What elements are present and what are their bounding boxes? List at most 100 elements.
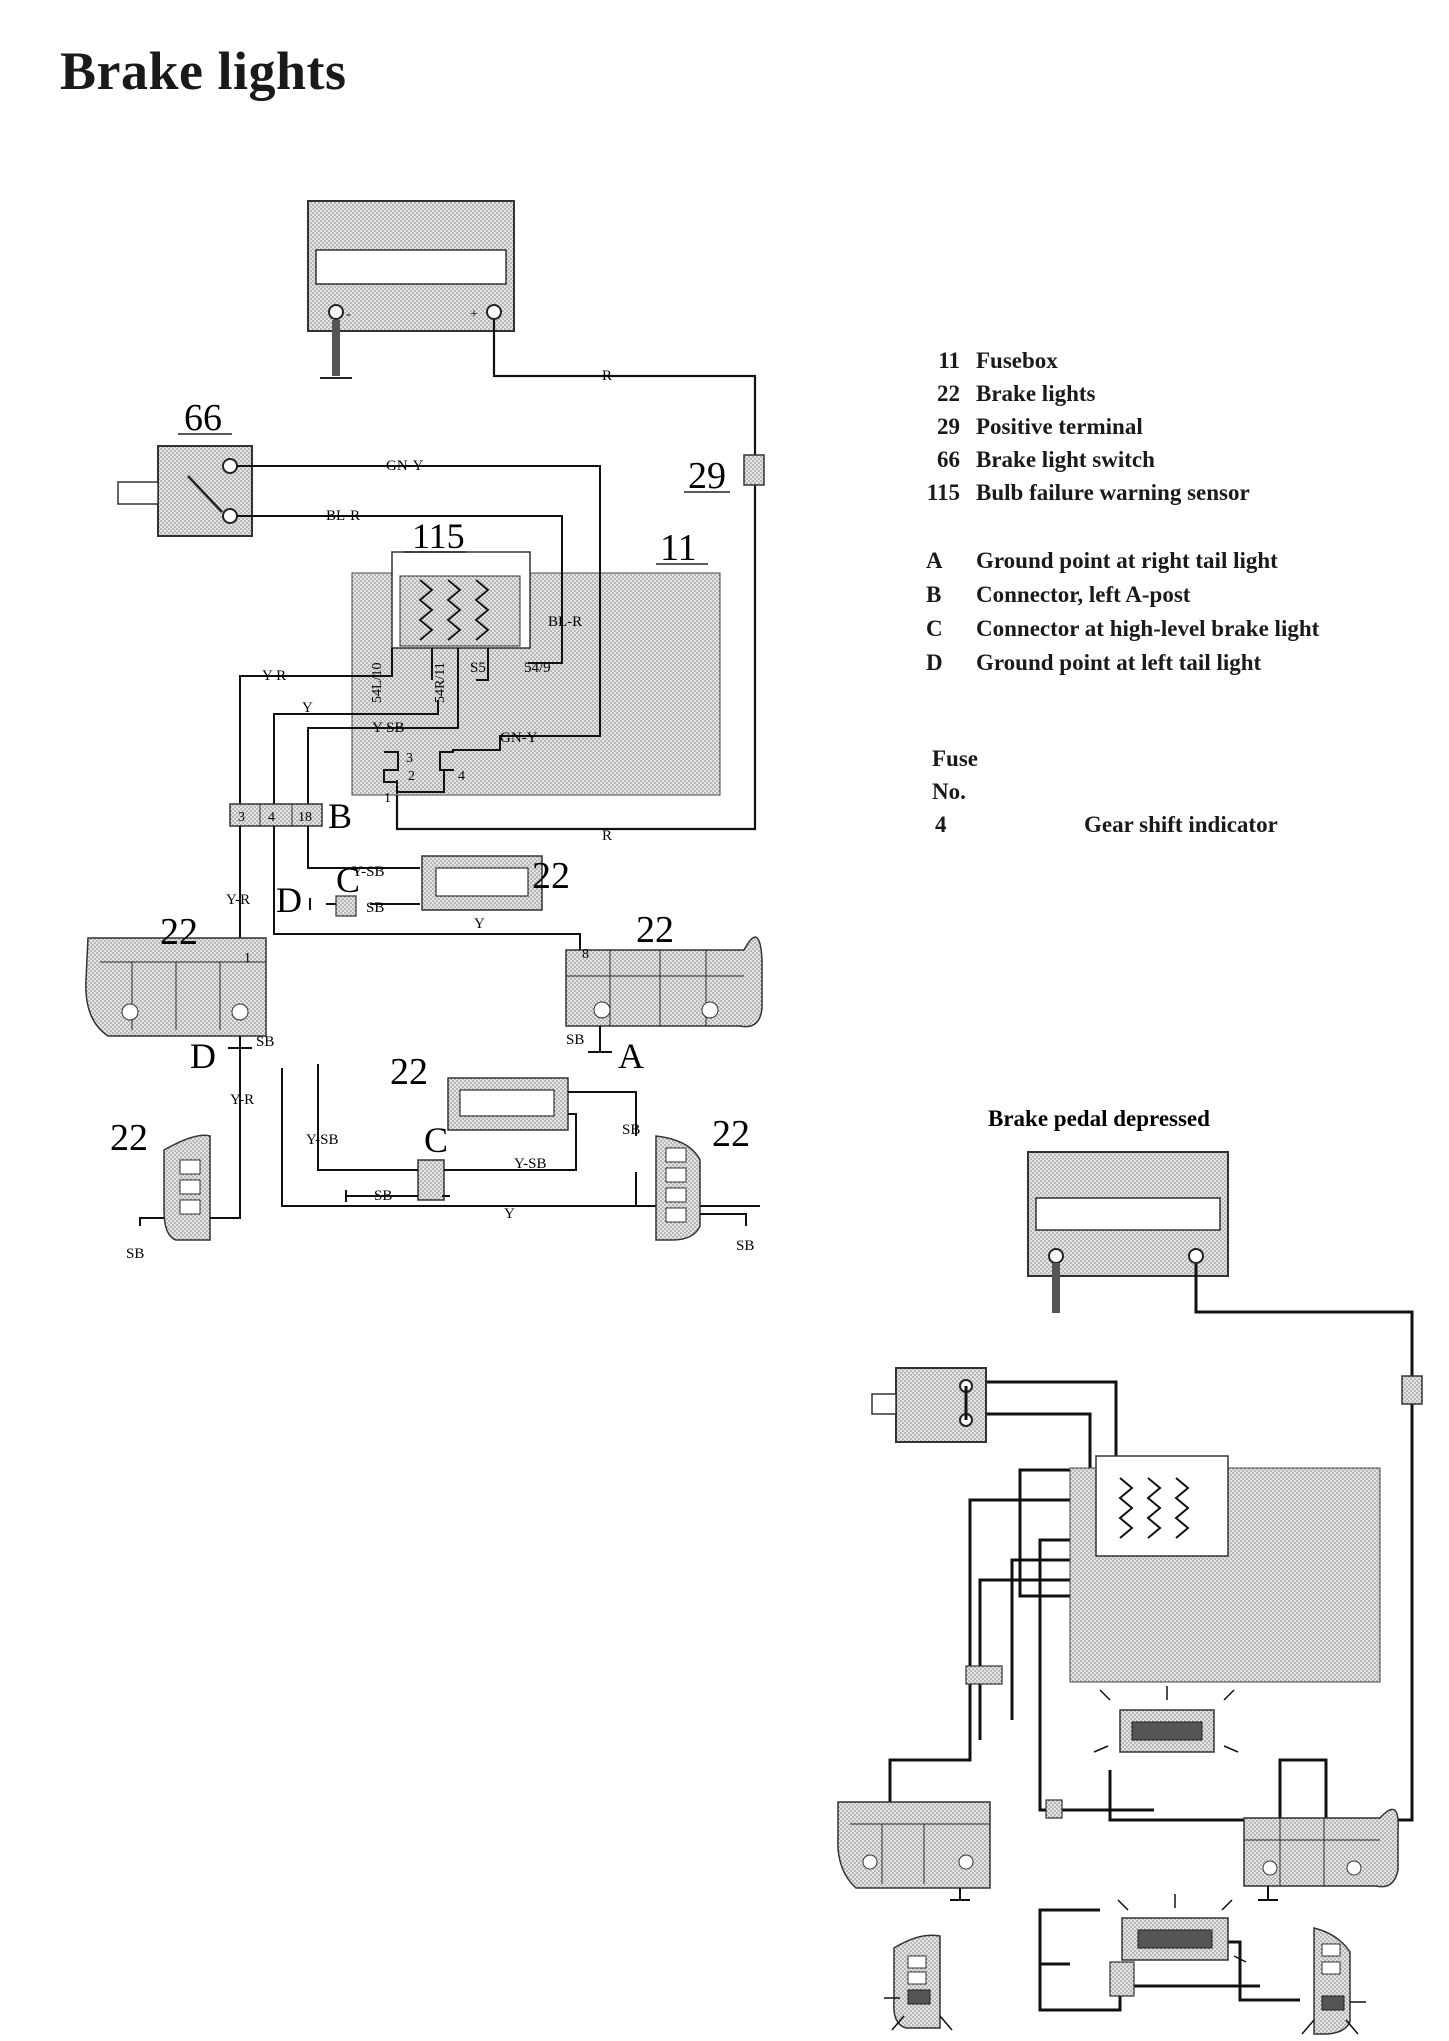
wire-label-sb-6: SB (126, 1246, 144, 1262)
wire-label-sb-4: SB (374, 1188, 392, 1204)
label-c: C (336, 860, 360, 900)
label-22-a: 22 (532, 855, 570, 897)
brake-light-switch-2 (871, 1367, 987, 1443)
pin-s5: S5 (470, 660, 486, 676)
minus-sign: - (346, 307, 351, 322)
fuse-text: Gear shift indicator (1084, 812, 1278, 837)
battery: - + (307, 200, 515, 379)
wire-label-sb-1: SB (366, 900, 384, 916)
pin-1-left: 1 (244, 951, 251, 966)
bulb-failure-sensor-2 (1095, 1455, 1229, 1557)
wire-label-sb-5: SB (622, 1122, 640, 1138)
label-d: D (276, 880, 302, 920)
wires-lower (317, 1064, 760, 1207)
positive-terminal-29 (743, 454, 765, 486)
label-22-c: 22 (636, 909, 674, 951)
pin-54l10: 54L/10 (370, 663, 385, 703)
legend-num: 66 (937, 447, 960, 472)
legend-text: Brake light switch (976, 447, 1155, 472)
pin-4: 4 (458, 769, 465, 784)
legend-text: Fusebox (976, 348, 1058, 373)
pin-4b: 4 (268, 810, 275, 825)
wire-label-y-sb-2: Y-SB (352, 864, 385, 880)
pin-18: 18 (298, 810, 312, 825)
wire-label-y-2: Y (474, 916, 485, 932)
plus-sign: + (470, 307, 478, 322)
wire-label-y: Y (302, 700, 313, 716)
pin-8: 8 (582, 947, 589, 962)
pin-2: 2 (408, 769, 415, 784)
legend-num: 29 (937, 414, 960, 439)
connector-c (417, 1159, 445, 1201)
legend-num: A (926, 548, 943, 573)
wire-label-gn-y: GN-Y (386, 458, 424, 474)
wire-label-sb-7: SB (736, 1238, 754, 1254)
right-side-light-active (1301, 1927, 1366, 2035)
wire-label-y-r: Y-R (262, 668, 286, 684)
label-29: 29 (688, 455, 726, 497)
pin-1: 1 (384, 791, 391, 806)
wires-main (237, 465, 601, 930)
high-level-brake-light-active (1093, 1686, 1239, 1753)
wire-label-sb-2: SB (256, 1034, 274, 1050)
pin-3: 3 (406, 751, 413, 766)
legend-num: 115 (926, 480, 960, 505)
bulb-failure-sensor (391, 551, 531, 649)
wire-label-gn-y-2: GN-Y (500, 730, 538, 746)
right-tail-light-active (1243, 1808, 1399, 1888)
legend-text: Connector at high-level brake light (976, 616, 1320, 641)
fuse-num: 4 (935, 812, 947, 837)
fuse-header-1: Fuse (932, 746, 978, 771)
legend-text: Ground point at left tail light (976, 650, 1262, 675)
positive-terminal-29-b (1401, 1375, 1423, 1405)
wire-label-y-3: Y (504, 1206, 515, 1222)
fuse-header-2: No. (932, 779, 966, 804)
left-tail-light-active (837, 1801, 991, 1889)
left-side-light-active (884, 1934, 953, 2031)
left-tail-light (85, 937, 267, 1037)
wire-label-y-r-2: Y-R (226, 892, 250, 908)
legend-text: Ground point at right tail light (976, 548, 1278, 573)
wire-label-r: R (602, 368, 612, 384)
brake-light-switch (117, 445, 253, 537)
legend-text: Positive terminal (976, 414, 1143, 439)
wire-label-bl-r: BL-R (326, 508, 360, 524)
label-c-2: C (424, 1120, 448, 1160)
legend-text: Connector, left A-post (976, 582, 1191, 607)
label-b: B (328, 796, 352, 836)
high-level-brake-light-active-2 (1117, 1894, 1247, 1963)
legend-num: D (926, 650, 943, 675)
label-22-b: 22 (160, 911, 198, 953)
right-tail-light (565, 936, 763, 1028)
label-d-2: D (190, 1036, 216, 1076)
wire-label-y-sb-3: Y-SB (306, 1132, 339, 1148)
legend-num: C (926, 616, 943, 641)
label-a: A (618, 1036, 644, 1076)
connector-b (229, 803, 323, 827)
label-115: 115 (412, 516, 465, 556)
battery-2 (1027, 1151, 1229, 1313)
legend-num: 11 (938, 348, 960, 373)
legend-text: Bulb failure warning sensor (976, 480, 1250, 505)
wire-label-bl-r-2: BL-R (548, 614, 582, 630)
legend-text: Brake lights (976, 381, 1096, 406)
left-side-light (163, 1134, 211, 1241)
pin-3b: 3 (238, 810, 245, 825)
label-22-d: 22 (390, 1051, 428, 1093)
wire-label-y-sb-4: Y-SB (514, 1156, 547, 1172)
label-22-f: 22 (712, 1113, 750, 1155)
pin-54r11: 54R/11 (433, 662, 448, 703)
label-11: 11 (660, 527, 697, 569)
label-22-e: 22 (110, 1117, 148, 1159)
second-title: Brake pedal depressed (988, 1106, 1210, 1131)
legend-num: B (926, 582, 942, 607)
battery-negative-terminal (328, 304, 344, 320)
page-title: Brake lights (60, 41, 347, 101)
battery-positive-terminal (486, 304, 502, 320)
wire-r-main (395, 320, 757, 831)
connector-b-2 (965, 1665, 1003, 1685)
wire-label-y-sb: Y-SB (372, 720, 405, 736)
label-66: 66 (184, 397, 222, 439)
right-side-light (655, 1135, 701, 1241)
